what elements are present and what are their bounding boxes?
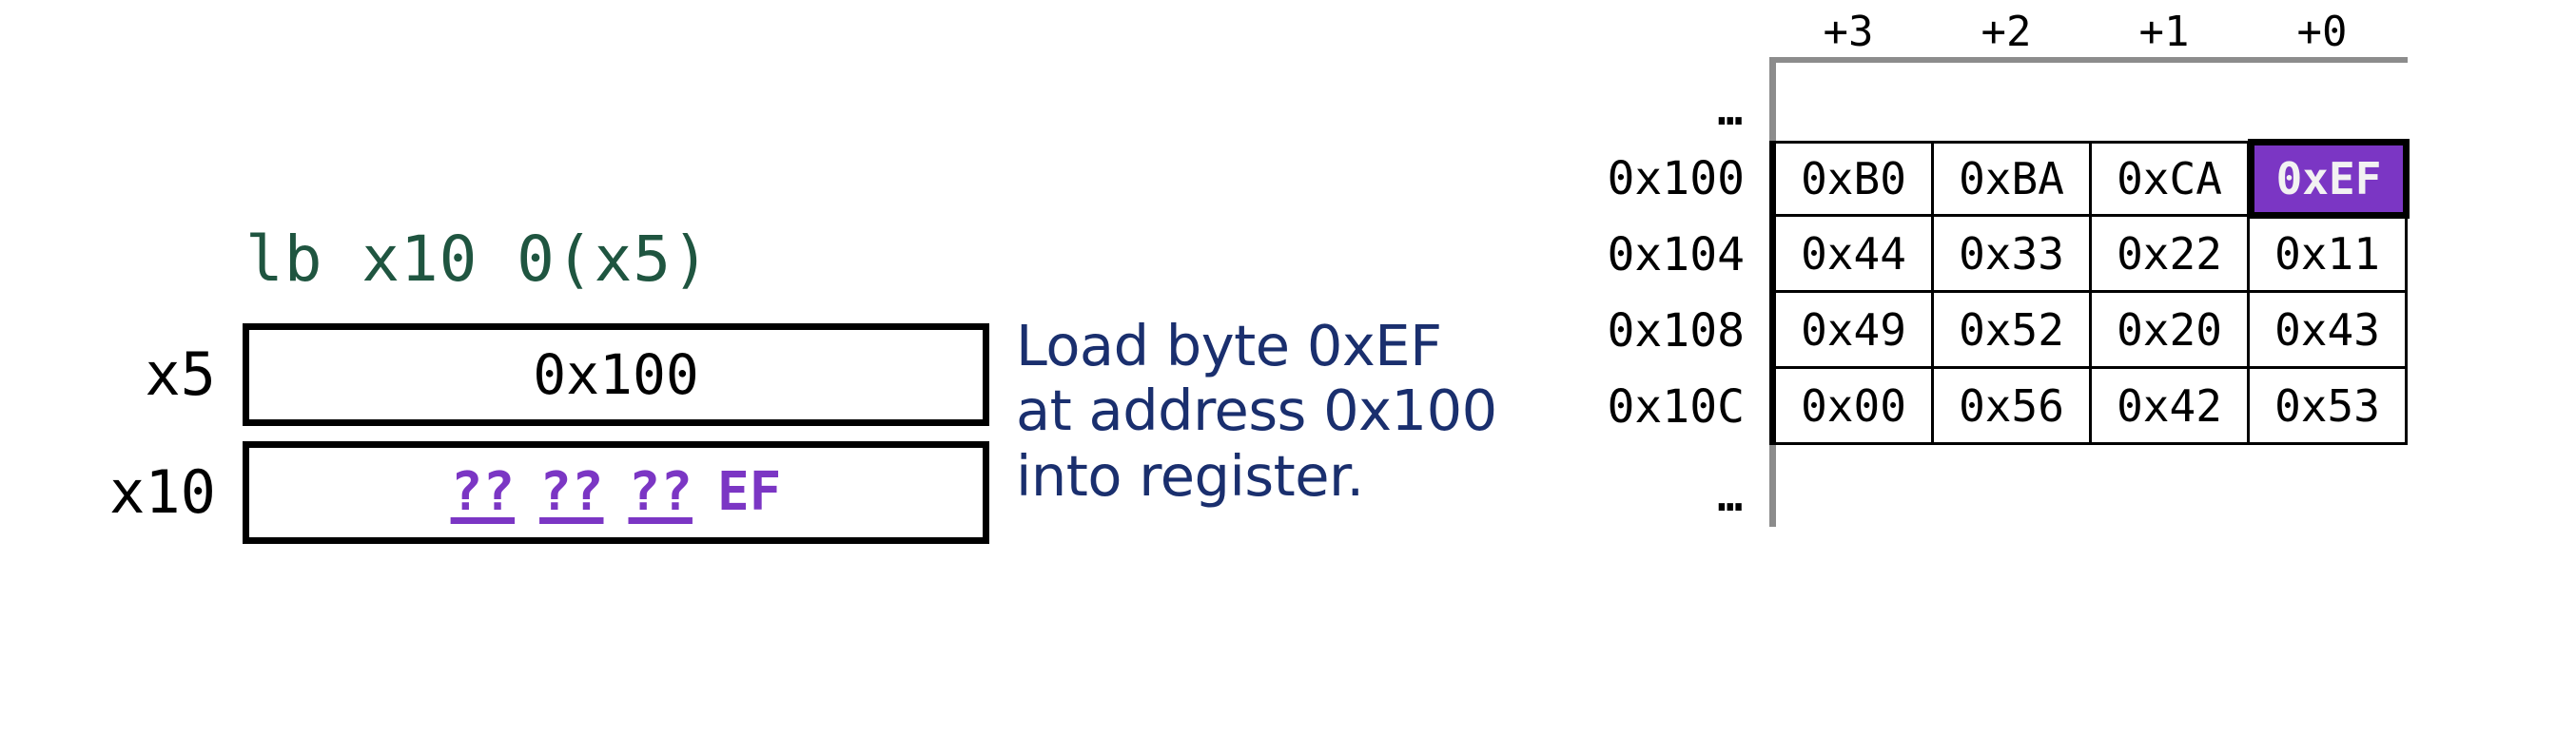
row-label-ellipsis-top: … (1717, 87, 1745, 135)
memory-cells-0x104: 0x44 0x33 0x22 0x11 (1769, 217, 2408, 293)
register-byte-3: ?? (450, 461, 516, 523)
memory-table: +3 +2 +1 +0 … 0x100 0xB0 0xBA 0xCA 0xEF … (1579, 0, 2576, 736)
table-row: 0x104 0x44 0x33 0x22 0x11 (1579, 217, 2408, 293)
column-header-plus0: +0 (2296, 8, 2348, 56)
row-label-0x104: 0x104 (1607, 228, 1746, 281)
memory-cell-0x102[interactable]: 0xBA (1934, 141, 2092, 217)
memory-grid: +3 +2 +1 +0 … 0x100 0xB0 0xBA 0xCA 0xEF … (1579, 0, 2410, 527)
memory-cell-0x109[interactable]: 0x20 (2092, 293, 2250, 369)
column-header-plus3: +3 (1823, 8, 1874, 56)
memory-cell-0x10D[interactable]: 0x42 (2092, 369, 2250, 445)
register-value-x5: 0x100 (533, 342, 699, 407)
row-label-ellipsis-bottom: … (1717, 473, 1745, 521)
memory-ellipsis-band-top (1769, 57, 2408, 141)
register-box-x10: ?? ?? ?? EF (243, 441, 989, 544)
register-row-x5: x5 0x100 (76, 323, 989, 426)
assembly-instruction: lb x10 0(x5) (245, 223, 711, 296)
memory-cell-0x101[interactable]: 0xCA (2092, 141, 2250, 217)
memory-ellipsis-band-bottom (1769, 445, 2408, 527)
memory-cell-0x10E[interactable]: 0x56 (1934, 369, 2092, 445)
memory-cell-0x107[interactable]: 0x44 (1776, 217, 1934, 293)
register-box-x5: 0x100 (243, 323, 989, 426)
memory-cell-0x10A[interactable]: 0x52 (1934, 293, 2092, 369)
memory-cell-0x108[interactable]: 0x43 (2250, 293, 2408, 369)
memory-cell-0x100-highlighted[interactable]: 0xEF (2248, 139, 2410, 219)
register-byte-0: EF (716, 461, 782, 523)
register-byte-2: ?? (539, 461, 604, 523)
table-row: 0x100 0xB0 0xBA 0xCA 0xEF (1579, 139, 2410, 219)
memory-cell-0x10F[interactable]: 0x00 (1776, 369, 1934, 445)
register-value-x10: ?? ?? ?? EF (451, 466, 782, 519)
column-header-plus2: +2 (1981, 8, 2032, 56)
column-header-plus1: +1 (2138, 8, 2190, 56)
memory-row-ellipsis-top: … (1579, 57, 2408, 141)
register-diagram-panel: lb x10 0(x5) x5 0x100 x10 ?? ?? ?? EF Lo… (76, 223, 1497, 544)
memory-row-ellipsis-bottom: … (1579, 445, 2408, 527)
memory-cell-0x10B[interactable]: 0x49 (1776, 293, 1934, 369)
memory-cells-0x10C: 0x00 0x56 0x42 0x53 (1769, 369, 2408, 445)
table-row: 0x10C 0x00 0x56 0x42 0x53 (1579, 369, 2408, 445)
row-label-0x10C: 0x10C (1607, 380, 1746, 434)
memory-cell-0x10C[interactable]: 0x53 (2250, 369, 2408, 445)
memory-column-headers: +3 +2 +1 +0 (1579, 0, 2408, 57)
row-label-0x108: 0x108 (1607, 304, 1746, 358)
memory-cell-0x104[interactable]: 0x11 (2250, 217, 2408, 293)
register-byte-1: ?? (628, 461, 693, 523)
memory-cell-0x103[interactable]: 0xB0 (1776, 141, 1934, 217)
memory-cell-0x105[interactable]: 0x22 (2092, 217, 2250, 293)
table-row: 0x108 0x49 0x52 0x20 0x43 (1579, 293, 2408, 369)
register-row-x10: x10 ?? ?? ?? EF (76, 441, 989, 544)
memory-cells-0x108: 0x49 0x52 0x20 0x43 (1769, 293, 2408, 369)
row-label-0x100: 0x100 (1607, 152, 1746, 205)
memory-cell-0x106[interactable]: 0x33 (1934, 217, 2092, 293)
register-label-x10: x10 (109, 457, 216, 527)
register-label-x5: x5 (145, 339, 216, 409)
memory-cells-0x100: 0xB0 0xBA 0xCA 0xEF (1769, 139, 2410, 219)
description-text: Load byte 0xEF at address 0x100 into reg… (1016, 313, 1497, 509)
